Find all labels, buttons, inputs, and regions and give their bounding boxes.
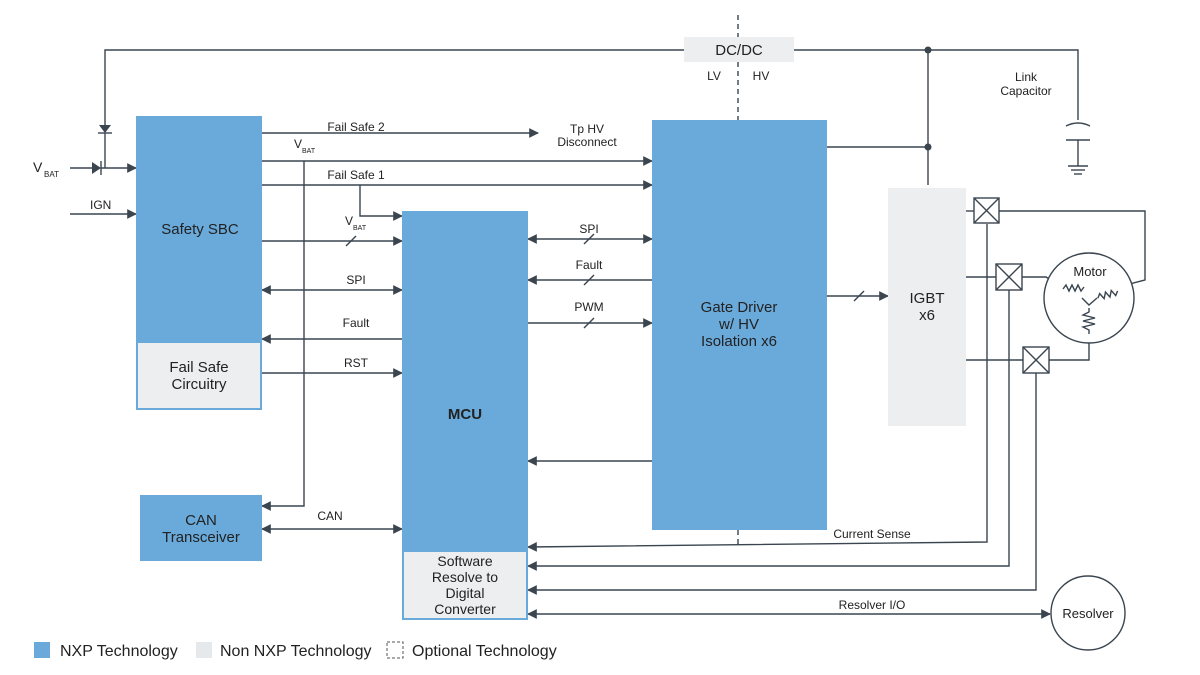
- current-sense-line-3: [527, 373, 1037, 595]
- ign-label: IGN: [90, 198, 111, 212]
- diode-icon: [98, 125, 112, 168]
- motor-block: Motor: [1043, 252, 1135, 344]
- fault-label: Fault: [343, 316, 370, 330]
- connection-lines: [70, 15, 1146, 619]
- dcdc-label: DC/DC: [715, 42, 763, 59]
- tp-hv-label: Tp HV: [570, 122, 604, 136]
- tp-hv-label: Disconnect: [557, 135, 617, 149]
- vbat-label: V: [294, 137, 302, 151]
- resolver-sw-label: Resolve to: [432, 569, 498, 585]
- fault-label: Fault: [576, 258, 603, 272]
- vbat-label: V: [33, 159, 43, 175]
- legend-label: Non NXP Technology: [220, 643, 372, 660]
- legend-label: Optional Technology: [412, 643, 557, 660]
- vbat-can-line: [261, 161, 305, 511]
- lv-label: LV: [707, 69, 721, 83]
- rst-label: RST: [344, 356, 369, 370]
- current-sense-line-2: [527, 290, 1010, 571]
- gate-driver-block: Gate Driver w/ HV Isolation x6: [652, 120, 827, 530]
- junction-dot: [924, 46, 932, 54]
- safety-sbc-block: Safety SBC Fail Safe Circuitry: [136, 116, 262, 410]
- junction-dot: [924, 143, 932, 151]
- line-labels: Link Capacitor V BAT IGN Fail Safe 2 V B…: [33, 70, 1052, 612]
- vbat-subscript: BAT: [44, 170, 59, 179]
- legend-swatch: [196, 642, 212, 658]
- current-sensor-icon: [973, 197, 1000, 224]
- fail-safe-1-label: Fail Safe 1: [327, 168, 385, 182]
- mcu-label: MCU: [448, 406, 482, 423]
- can-transceiver-label: Transceiver: [162, 529, 240, 546]
- legend-swatch: [34, 642, 50, 658]
- resolver-sw-label: Software: [437, 553, 492, 569]
- spi-label: SPI: [346, 273, 365, 287]
- current-sensor-icon: [995, 263, 1023, 291]
- resolver-sw-label: Digital: [446, 585, 485, 601]
- gate-driver-label: Isolation x6: [701, 333, 777, 350]
- resolver-label: Resolver: [1062, 606, 1114, 621]
- link-capacitor-icon: [1065, 122, 1091, 175]
- vbat-label: V: [345, 214, 353, 228]
- fail-safe-label: Circuitry: [172, 376, 227, 393]
- vbat-subscript: BAT: [353, 225, 367, 232]
- current-sensor-icon: [1022, 346, 1050, 374]
- safety-sbc-label: Safety SBC: [161, 221, 239, 238]
- diode-icon: [92, 161, 102, 175]
- spi-label: SPI: [579, 222, 598, 236]
- link-capacitor-label: Link: [1015, 70, 1038, 84]
- motor-label: Motor: [1073, 264, 1107, 279]
- fail-safe-label: Fail Safe: [169, 359, 228, 376]
- legend: NXP Technology Non NXP Technology Option…: [34, 641, 557, 660]
- current-sense-label: Current Sense: [833, 527, 911, 541]
- igbt-label: x6: [919, 307, 935, 324]
- resolver-io-label: Resolver I/O: [839, 598, 906, 612]
- fail-safe-2-label: Fail Safe 2: [327, 120, 385, 134]
- resolver-sw-label: Converter: [434, 601, 496, 617]
- resolver-block: Resolver: [1050, 575, 1126, 651]
- link-capacitor-label: Capacitor: [1000, 84, 1051, 98]
- gate-driver-label: w/ HV: [718, 316, 759, 333]
- dcdc-lv-line: [104, 49, 684, 125]
- igbt-label: IGBT: [909, 290, 944, 307]
- legend-swatch: [386, 641, 404, 659]
- current-sense-line: [527, 224, 988, 552]
- legend-label: NXP Technology: [60, 643, 178, 660]
- can-label: CAN: [317, 509, 342, 523]
- pwm-label: PWM: [574, 300, 603, 314]
- vbat-subscript: BAT: [302, 148, 316, 155]
- fail-safe-1-mcu-line: [359, 185, 403, 221]
- can-transceiver-label: CAN: [185, 512, 217, 529]
- gate-driver-label: Gate Driver: [701, 299, 778, 316]
- dcdc-hv-line: [794, 49, 1079, 120]
- igbt-block: IGBT x6: [888, 188, 966, 426]
- dcdc-block: DC/DC LV HV: [684, 37, 794, 83]
- can-transceiver-block: CAN Transceiver: [140, 495, 262, 561]
- mcu-block: MCU Software Resolve to Digital Converte…: [402, 211, 528, 620]
- hv-label: HV: [753, 69, 770, 83]
